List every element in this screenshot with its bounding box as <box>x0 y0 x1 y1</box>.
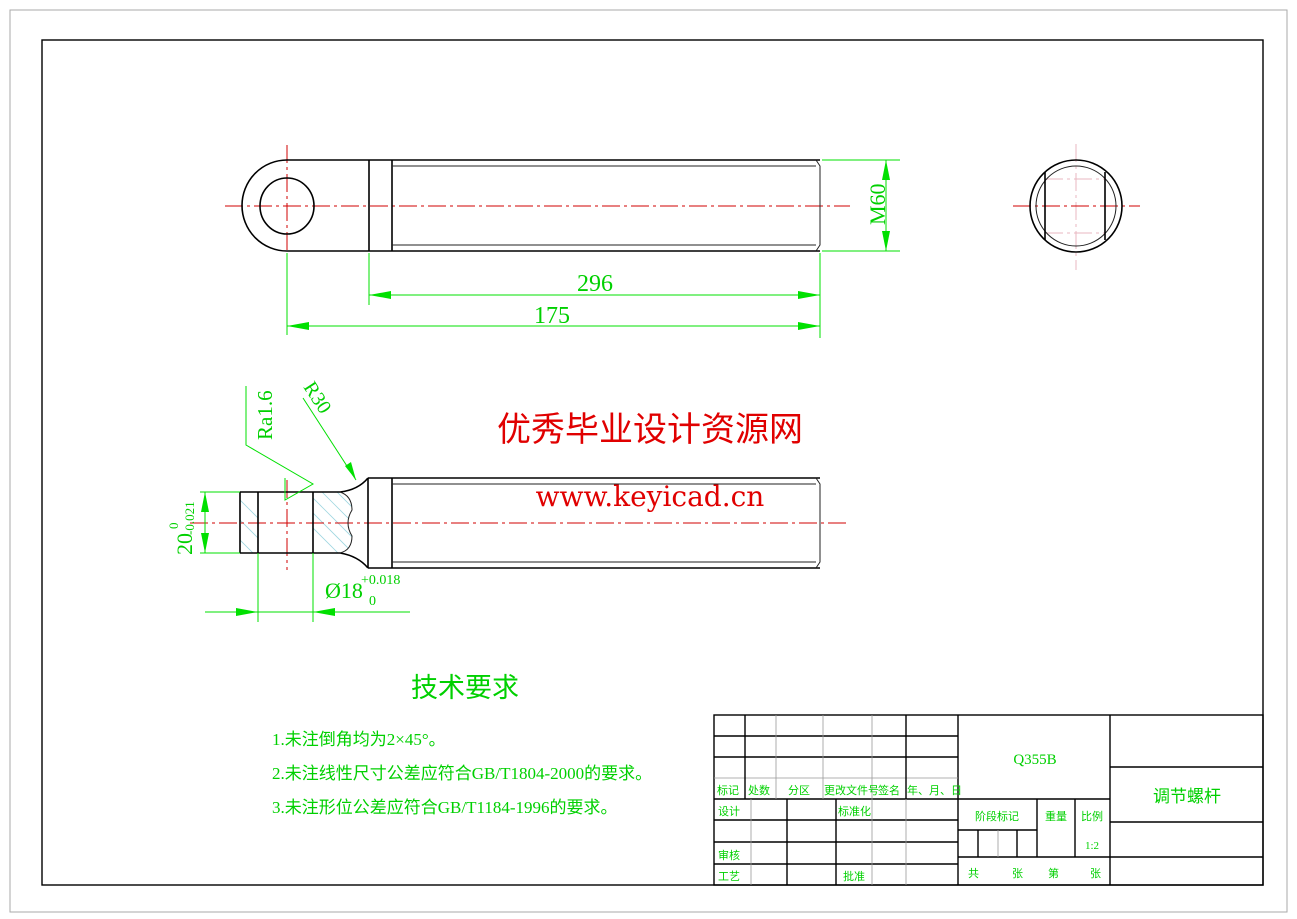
roughness-symbol: Ra1.6 <box>253 390 277 440</box>
title-block: 标记 处数 分区 更改文件号 签名 年、月、日 设计 标准化 审核 工艺 批准 … <box>713 714 1264 886</box>
tech-item: 2.未注线性尺寸公差应符合GB/T1804-2000的要求。 <box>272 764 652 783</box>
material: Q355B <box>1013 752 1056 768</box>
svg-text:年、月、日: 年、月、日 <box>907 783 962 797</box>
side-view <box>1013 144 1140 270</box>
technical-requirements: 技术要求 1.未注倒角均为2×45°。 2.未注线性尺寸公差应符合GB/T180… <box>272 673 652 817</box>
svg-text:重量: 重量 <box>1045 809 1067 823</box>
svg-text:20: 20 <box>172 533 197 555</box>
eye-outline <box>241 159 288 252</box>
svg-text:标准化: 标准化 <box>838 804 871 818</box>
bore-upper-tolerance: +0.018 <box>361 573 400 588</box>
overall-length-dimension: 175 <box>534 303 570 329</box>
scale: 1:2 <box>1085 840 1099 852</box>
upper-tolerance: 0 <box>166 523 181 530</box>
svg-text:处数: 处数 <box>748 784 770 797</box>
svg-text:批准: 批准 <box>843 869 865 883</box>
bore-dimension: Ø18 <box>325 578 363 603</box>
tech-item: 3.未注形位公差应符合GB/T1184-1996的要求。 <box>272 798 618 817</box>
tech-heading: 技术要求 <box>411 673 519 703</box>
svg-text:比例: 比例 <box>1081 809 1103 823</box>
svg-text:共: 共 <box>968 867 979 880</box>
width-dimension: 20 0 -0.021 <box>166 501 197 555</box>
svg-text:审核: 审核 <box>718 848 740 862</box>
part-name: 调节螺杆 <box>1153 787 1221 806</box>
bore-lower-tolerance: 0 <box>369 594 376 609</box>
svg-text:第: 第 <box>1048 866 1059 880</box>
eye-hole <box>259 177 315 235</box>
lower-tolerance: -0.021 <box>182 501 197 535</box>
svg-text:工艺: 工艺 <box>718 870 740 883</box>
revision-headers: 标记 处数 分区 更改文件号 签名 年、月、日 设计 标准化 审核 工艺 批准 <box>717 783 962 883</box>
radius-dimension: R30 <box>299 378 336 418</box>
svg-text:更改文件号: 更改文件号 <box>824 783 879 797</box>
drawing-frame <box>41 39 1264 886</box>
svg-text:阶段标记: 阶段标记 <box>975 809 1019 823</box>
watermark-url: www.keyicad.cn <box>536 480 765 513</box>
front-view: M60 296 175 <box>225 145 900 338</box>
watermark-title: 优秀毕业设计资源网 <box>497 410 803 450</box>
svg-text:张: 张 <box>1090 867 1101 880</box>
sheet-border <box>9 9 1288 913</box>
svg-text:标记: 标记 <box>717 783 739 797</box>
svg-text:张: 张 <box>1012 867 1023 880</box>
svg-text:签名: 签名 <box>878 783 900 797</box>
tech-item: 1.未注倒角均为2×45°。 <box>272 730 446 749</box>
svg-text:设计: 设计 <box>718 805 740 818</box>
thread-length-dimension: 296 <box>577 271 613 297</box>
thread-dimension: M60 <box>865 183 890 225</box>
svg-text:分区: 分区 <box>788 784 810 797</box>
